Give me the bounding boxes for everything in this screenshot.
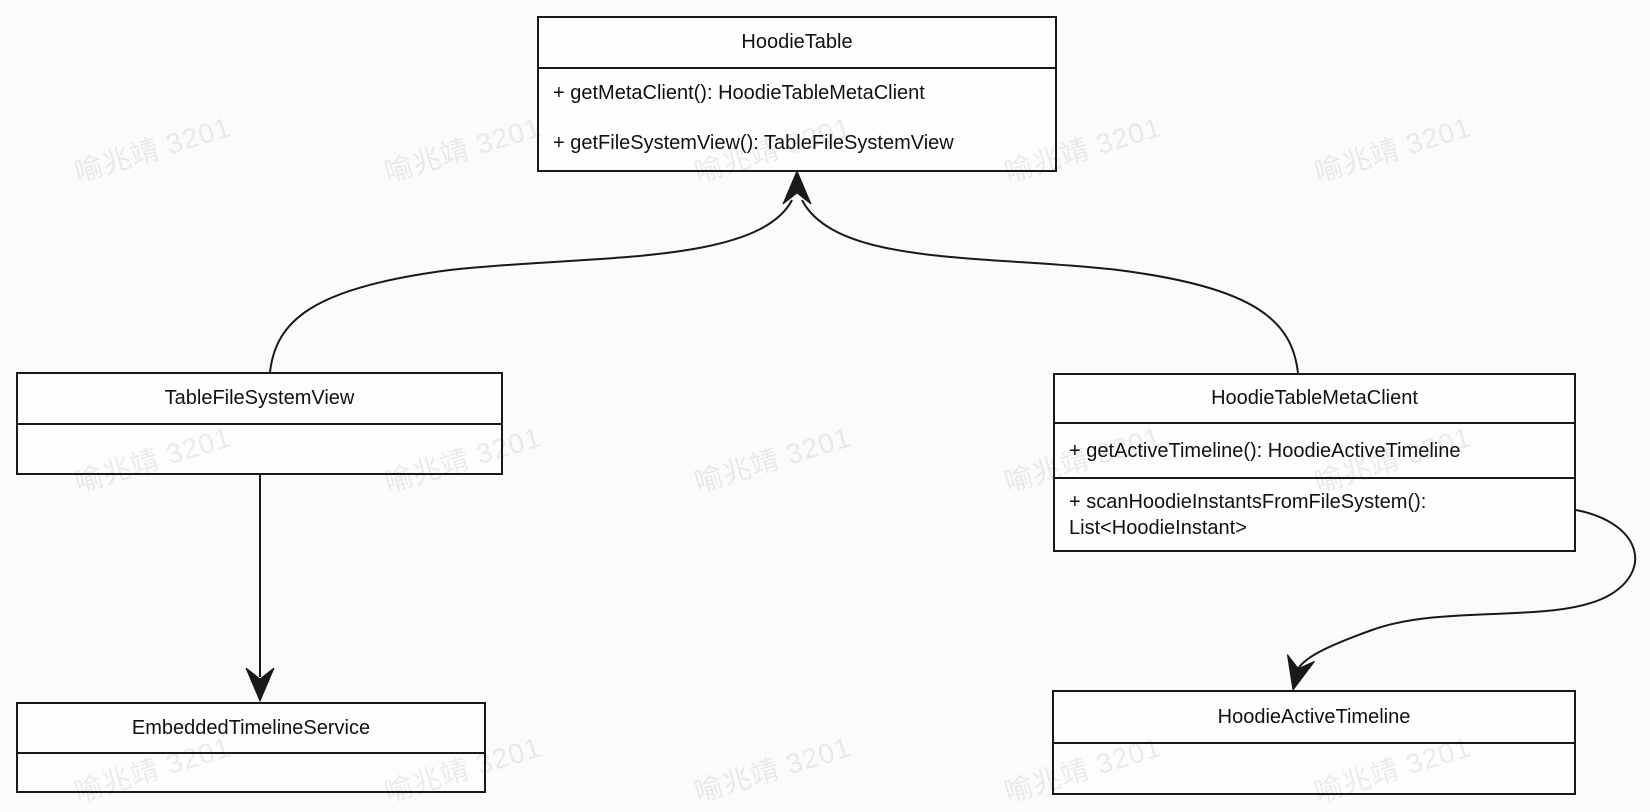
class-title: HoodieTableMetaClient bbox=[1055, 375, 1574, 424]
class-title: HoodieActiveTimeline bbox=[1054, 692, 1574, 744]
class-title: HoodieTable bbox=[539, 18, 1055, 69]
class-box-hoodie-active-timeline: HoodieActiveTimeline bbox=[1052, 690, 1576, 795]
arrowhead-down-icon bbox=[245, 667, 275, 703]
method-label: + scanHoodieInstantsFromFileSystem(): Li… bbox=[1069, 490, 1427, 539]
method-label: + getMetaClient(): HoodieTableMetaClient bbox=[553, 82, 925, 104]
methods-compartment: + scanHoodieInstantsFromFileSystem(): Li… bbox=[1055, 479, 1574, 550]
class-box-hoodie-table-meta-client: HoodieTableMetaClient + getActiveTimelin… bbox=[1053, 373, 1576, 552]
class-title: EmbeddedTimelineService bbox=[18, 704, 484, 754]
empty-compartment bbox=[18, 425, 501, 473]
methods-compartment: + getMetaClient(): HoodieTableMetaClient… bbox=[539, 69, 1055, 170]
class-title: TableFileSystemView bbox=[18, 374, 501, 425]
class-box-embedded-timeline-service: EmbeddedTimelineService bbox=[16, 702, 486, 793]
method-label: + getActiveTimeline(): HoodieActiveTimel… bbox=[1069, 439, 1461, 462]
empty-compartment bbox=[1054, 744, 1574, 793]
class-box-hoodie-table: HoodieTable + getMetaClient(): HoodieTab… bbox=[537, 16, 1057, 172]
arrowhead-down-curve-icon bbox=[1286, 654, 1315, 692]
method-label: + getFileSystemView(): TableFileSystemVi… bbox=[553, 132, 954, 154]
edge-hoodietablemetaclient-to-hoodietable bbox=[801, 199, 1299, 374]
empty-compartment bbox=[18, 754, 484, 791]
methods-compartment: + getActiveTimeline(): HoodieActiveTimel… bbox=[1055, 424, 1574, 479]
edge-tablefilesystemview-to-hoodietable bbox=[269, 199, 793, 373]
class-box-table-file-system-view: TableFileSystemView bbox=[16, 372, 503, 475]
edge-hoodietablemetaclient-to-hoodieactivetimeline bbox=[1293, 509, 1637, 678]
arrowhead-up-icon bbox=[782, 169, 812, 205]
